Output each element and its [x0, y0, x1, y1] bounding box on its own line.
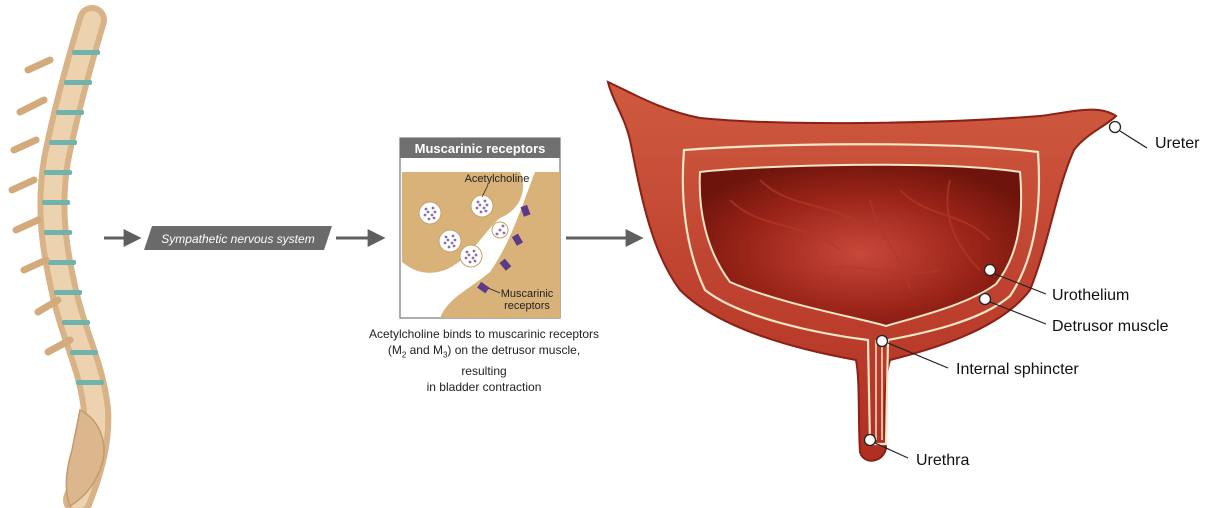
- acetylcholine-molecule: [452, 235, 455, 238]
- receptor-label-line2: receptors: [504, 300, 550, 312]
- acetylcholine-molecule: [454, 239, 457, 242]
- intervertebral-disc: [62, 320, 90, 325]
- intervertebral-disc: [48, 260, 76, 265]
- vesicle: [460, 245, 482, 267]
- muscarinic-inset: Muscarinic receptors Acetylcholine Musca…: [400, 138, 560, 318]
- acetylcholine-molecule: [486, 204, 489, 207]
- inset-caption: Acetylcholine binds to muscarinic recept…: [364, 326, 604, 395]
- ureter-label: Ureter: [1155, 135, 1200, 152]
- receptor-label-line1: Muscarinic: [501, 288, 554, 300]
- acetylcholine-molecule: [474, 260, 477, 263]
- inset-title: Muscarinic receptors: [415, 141, 546, 156]
- internal-sphincter-label: Internal sphincter: [956, 361, 1079, 378]
- sympathetic-nerve-box: Sympathetic nervous system: [144, 226, 332, 250]
- acetylcholine-molecule: [485, 210, 488, 213]
- acetylcholine-molecule: [425, 208, 428, 211]
- acetylcholine-molecule: [472, 257, 475, 260]
- acetylcholine-molecule: [447, 239, 450, 242]
- acetylcholine-molecule: [477, 201, 480, 204]
- urothelium-label: Urothelium: [1052, 287, 1129, 304]
- intervertebral-disc: [72, 50, 100, 55]
- acetylcholine-molecule: [475, 254, 478, 257]
- acetylcholine-molecule: [468, 254, 471, 257]
- intervertebral-disc: [44, 170, 72, 175]
- acetylcholine-molecule: [484, 200, 487, 203]
- intervertebral-disc: [56, 110, 84, 115]
- vesicle: [471, 195, 493, 217]
- intervertebral-disc: [49, 140, 77, 145]
- caption-m-open: (M: [388, 343, 402, 357]
- acetylcholine-molecule: [434, 211, 437, 214]
- acetylcholine-molecule: [480, 211, 483, 214]
- acetylcholine-molecule: [445, 236, 448, 239]
- intervertebral-disc: [42, 200, 70, 205]
- urethra-label: Urethra: [916, 452, 969, 469]
- acetylcholine-molecule: [465, 257, 468, 260]
- vesicle: [419, 202, 441, 224]
- acetylcholine-molecule: [428, 218, 431, 221]
- detrusor-muscle-label: Detrusor muscle: [1052, 318, 1169, 335]
- bladder-illustration: [608, 82, 1147, 461]
- acetylcholine-molecule: [473, 250, 476, 253]
- intervertebral-disc: [76, 380, 104, 385]
- acetylcholine-molecule: [503, 232, 506, 235]
- acetylcholine-molecule: [444, 242, 447, 245]
- acetylcholine-molecule: [453, 245, 456, 248]
- acetylcholine-label: Acetylcholine: [465, 173, 530, 185]
- acetylcholine-molecule: [433, 217, 436, 220]
- intervertebral-disc: [64, 80, 92, 85]
- acetylcholine-molecule: [479, 204, 482, 207]
- acetylcholine-molecule: [469, 261, 472, 264]
- acetylcholine-molecule: [424, 214, 427, 217]
- acetylcholine-molecule: [483, 207, 486, 210]
- acetylcholine-molecule: [451, 242, 454, 245]
- caption-line1: Acetylcholine binds to muscarinic recept…: [369, 327, 599, 341]
- acetylcholine-molecule: [502, 225, 505, 228]
- acetylcholine-molecule: [499, 229, 502, 232]
- acetylcholine-molecule: [476, 207, 479, 210]
- sympathetic-nerve-label: Sympathetic nervous system: [161, 232, 314, 246]
- acetylcholine-molecule: [448, 246, 451, 249]
- acetylcholine-molecule: [427, 211, 430, 214]
- intervertebral-disc: [54, 290, 82, 295]
- spine-illustration: [12, 20, 104, 506]
- acetylcholine-molecule: [432, 207, 435, 210]
- acetylcholine-molecule: [496, 233, 499, 236]
- caption-and-m: and M: [406, 343, 443, 357]
- intervertebral-disc: [44, 230, 72, 235]
- acetylcholine-molecule: [466, 251, 469, 254]
- caption-line2-rest: ) on the detrusor muscle, resulting: [447, 343, 580, 378]
- caption-line3: in bladder contraction: [427, 380, 542, 394]
- intervertebral-disc: [70, 350, 98, 355]
- vesicle: [439, 230, 461, 252]
- acetylcholine-molecule: [431, 214, 434, 217]
